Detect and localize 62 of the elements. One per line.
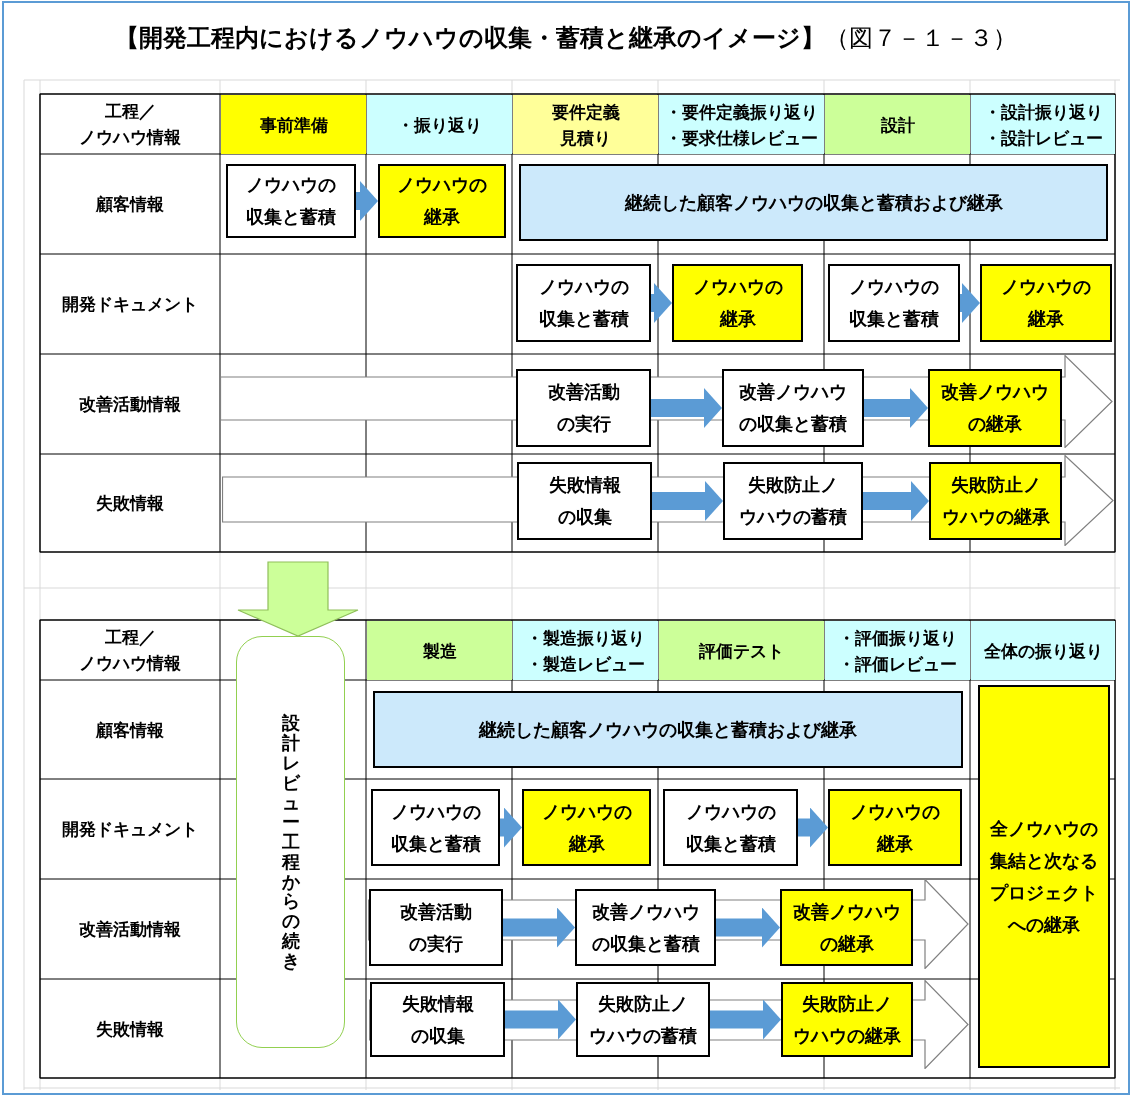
- block-arrow: [356, 181, 378, 221]
- table-corner-header: 工程／ノウハウ情報: [79, 100, 181, 149]
- process-box: ノウハウの収集と蓄積: [828, 264, 960, 342]
- column-header: ・設計振り返り・設計レビュー: [971, 95, 1115, 154]
- process-box: 失敗防止ノウハウの蓄積: [576, 982, 710, 1057]
- column-header: 設計: [825, 95, 970, 154]
- banner-box: 継続した顧客ノウハウの収集と蓄積および継承: [519, 164, 1108, 241]
- process-box: 改善ノウハウの継承: [780, 889, 913, 966]
- block-arrow: [960, 283, 980, 323]
- process-box: ノウハウの継承: [522, 789, 651, 866]
- column-header: ・振り返り: [367, 95, 512, 154]
- banner-box: 継続した顧客ノウハウの収集と蓄積および継承: [373, 691, 963, 768]
- block-arrow: [652, 481, 723, 521]
- process-box: ノウハウの収集と蓄積: [663, 789, 798, 866]
- process-band: [369, 980, 969, 1069]
- column-header: 製造: [367, 621, 512, 680]
- process-band: [220, 355, 1113, 448]
- process-box: 改善ノウハウの収集と蓄積: [575, 889, 716, 966]
- column-header: 事前準備: [221, 95, 366, 154]
- process-box: 失敗防止ノウハウの継承: [781, 982, 913, 1057]
- column-header: 全体の振り返り: [971, 621, 1115, 680]
- process-box: ノウハウの継承: [672, 264, 803, 342]
- process-box: 改善活動の実行: [369, 889, 503, 966]
- row-label: 開発ドキュメント: [62, 818, 198, 841]
- process-box: 改善ノウハウの継承: [928, 369, 1062, 447]
- block-arrow: [651, 388, 722, 428]
- block-arrow: [651, 283, 672, 323]
- process-band: [222, 455, 1114, 546]
- process-box: ノウハウの収集と蓄積: [226, 164, 356, 238]
- row-label: 失敗情報: [96, 492, 164, 515]
- process-box: 失敗情報の収集: [517, 462, 652, 540]
- block-arrow: [237, 561, 359, 637]
- process-box: ノウハウの継承: [378, 164, 506, 238]
- process-box: ノウハウの継承: [980, 264, 1112, 342]
- table-corner-header: 工程／ノウハウ情報: [79, 626, 181, 675]
- column-header: ・評価振り返り・評価レビュー: [825, 621, 970, 680]
- process-box: 失敗防止ノウハウの蓄積: [723, 462, 863, 540]
- process-box: 全ノウハウの集結と次なるプロジェクトへの継承: [978, 685, 1110, 1068]
- row-label: 開発ドキュメント: [62, 293, 198, 316]
- block-arrow: [505, 999, 576, 1040]
- column-header: ・要件定義振り返り・要求仕様レビュー: [659, 95, 824, 154]
- row-label: 改善活動情報: [79, 393, 181, 416]
- row-label: 改善活動情報: [79, 918, 181, 941]
- process-box: ノウハウの収集と蓄積: [371, 789, 500, 866]
- column-header: 評価テスト: [659, 621, 824, 680]
- rounded-box: 設計レビュー工程からの続き: [236, 636, 345, 1048]
- process-box: 改善活動の実行: [516, 369, 651, 447]
- process-box: 失敗防止ノウハウの継承: [929, 462, 1062, 540]
- process-box: ノウハウの継承: [828, 789, 962, 866]
- row-label: 顧客情報: [96, 193, 164, 216]
- block-arrow: [798, 807, 828, 848]
- process-band: [368, 879, 969, 969]
- diagram-title: 【開発工程内におけるノウハウの収集・蓄積と継承のイメージ】（図７－１－３）: [115, 23, 1017, 54]
- process-box: 改善ノウハウの収集と蓄積: [722, 369, 864, 447]
- block-arrow: [500, 807, 522, 848]
- column-header: 要件定義見積り: [513, 95, 658, 154]
- row-label: 顧客情報: [96, 718, 164, 742]
- block-arrow: [503, 907, 575, 948]
- process-box: ノウハウの収集と蓄積: [516, 264, 651, 342]
- column-header: ・製造振り返り・製造レビュー: [513, 621, 658, 680]
- process-box: 失敗情報の収集: [370, 982, 505, 1057]
- row-label: 失敗情報: [96, 1017, 164, 1041]
